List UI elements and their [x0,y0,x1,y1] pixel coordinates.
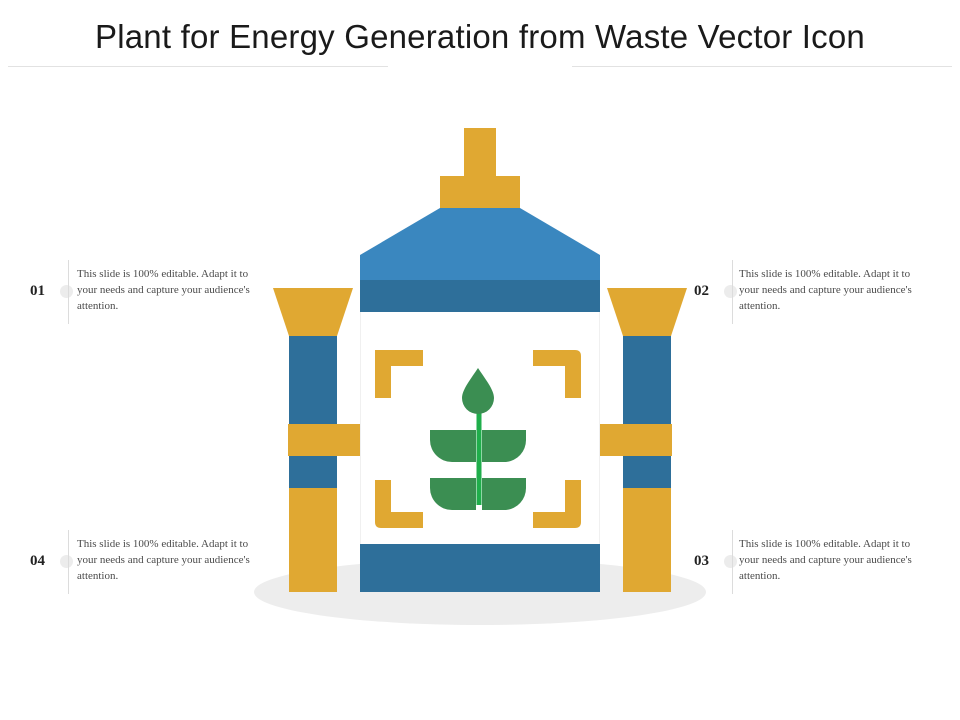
item-dot-04 [60,555,73,568]
page-title: Plant for Energy Generation from Waste V… [95,18,865,55]
item-dot-01 [60,285,73,298]
plant-top-leaf-icon [462,368,494,414]
bracket-bottom-left-icon [375,480,423,528]
item-divider-03 [732,530,733,594]
item-text-01: This slide is 100% editable. Adapt it to… [77,268,250,312]
plant-leaf-upper-right-icon [482,430,527,462]
item-dot-02 [724,285,737,298]
item-divider-01 [68,260,69,324]
title-rule-left [8,66,388,67]
bracket-top-left-icon [375,350,423,398]
chimney-base [440,176,520,209]
item-divider-02 [732,260,733,324]
right-pillar-lower [623,488,671,592]
item-divider-04 [68,530,69,594]
item-number-03: 03 [694,553,709,569]
plant-leaf-lower-left-icon [430,478,476,510]
building-roof [360,208,600,282]
left-connector [288,424,360,456]
plant-leaf-lower-right-icon [482,478,527,510]
item-number-01: 01 [30,283,45,299]
item-text-04: This slide is 100% editable. Adapt it to… [77,538,250,582]
left-pillar-funnel [273,288,353,336]
building-base [360,544,600,592]
right-connector [600,424,672,456]
right-pillar-funnel [607,288,687,336]
item-number-04: 04 [30,553,45,569]
left-pillar-upper [289,336,337,488]
left-pillar-lower [289,488,337,592]
roof-band [360,280,600,312]
chimney-cap [464,128,496,178]
bracket-top-right-icon [533,350,581,398]
plant-leaf-upper-left-icon [430,430,476,462]
title-rule-right [572,66,952,67]
right-pillar-upper [623,336,671,488]
item-text-03: This slide is 100% editable. Adapt it to… [739,538,912,582]
item-text-02: This slide is 100% editable. Adapt it to… [739,268,912,312]
bracket-bottom-right-icon [533,480,581,528]
item-dot-03 [724,555,737,568]
item-number-02: 02 [694,283,709,299]
